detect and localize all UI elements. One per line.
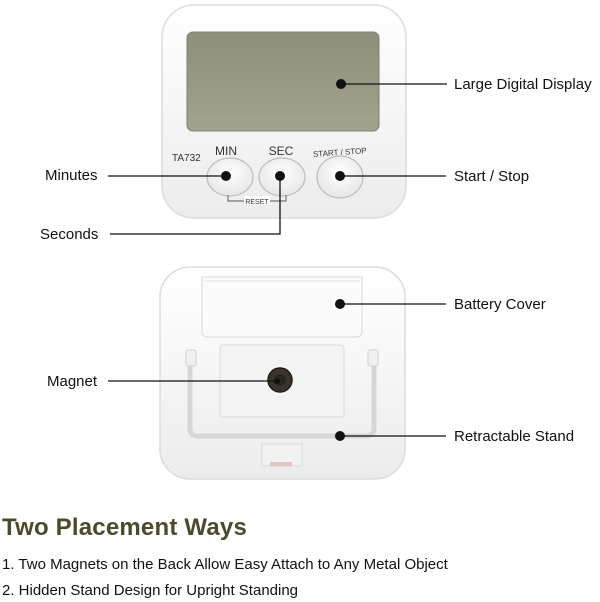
start-stop-label: Start / Stop <box>454 168 530 185</box>
lcd-display <box>186 31 380 132</box>
stand-tab <box>261 443 303 467</box>
feature-item-1: 1. Two Magnets on the Back Allow Easy At… <box>2 556 448 573</box>
sec-button-label: SEC <box>269 144 294 158</box>
retractable-stand[interactable] <box>187 358 377 439</box>
reset-label: RESET <box>245 199 269 206</box>
start-stop-button-label: START / STOP <box>313 146 367 159</box>
seconds-callout-line <box>110 176 281 235</box>
timer-back <box>159 266 406 480</box>
battery-cover[interactable] <box>201 276 363 338</box>
battery-cover-label: Battery Cover <box>454 296 546 313</box>
seconds-label: Seconds <box>40 226 99 243</box>
minutes-label: Minutes <box>45 167 98 184</box>
model-label: TA732 <box>172 153 201 164</box>
timer-front: TA732 MIN SEC START / STOP RESET <box>161 4 407 219</box>
feature-item-2: 2. Hidden Stand Design for Upright Stand… <box>2 582 299 599</box>
callouts <box>108 79 447 441</box>
magnet-label: Magnet <box>47 373 98 390</box>
stand-label: Retractable Stand <box>454 428 575 445</box>
display-label: Large Digital Display <box>454 76 592 93</box>
placement-heading: Two Placement Ways <box>2 514 248 541</box>
min-button-label: MIN <box>215 144 237 158</box>
